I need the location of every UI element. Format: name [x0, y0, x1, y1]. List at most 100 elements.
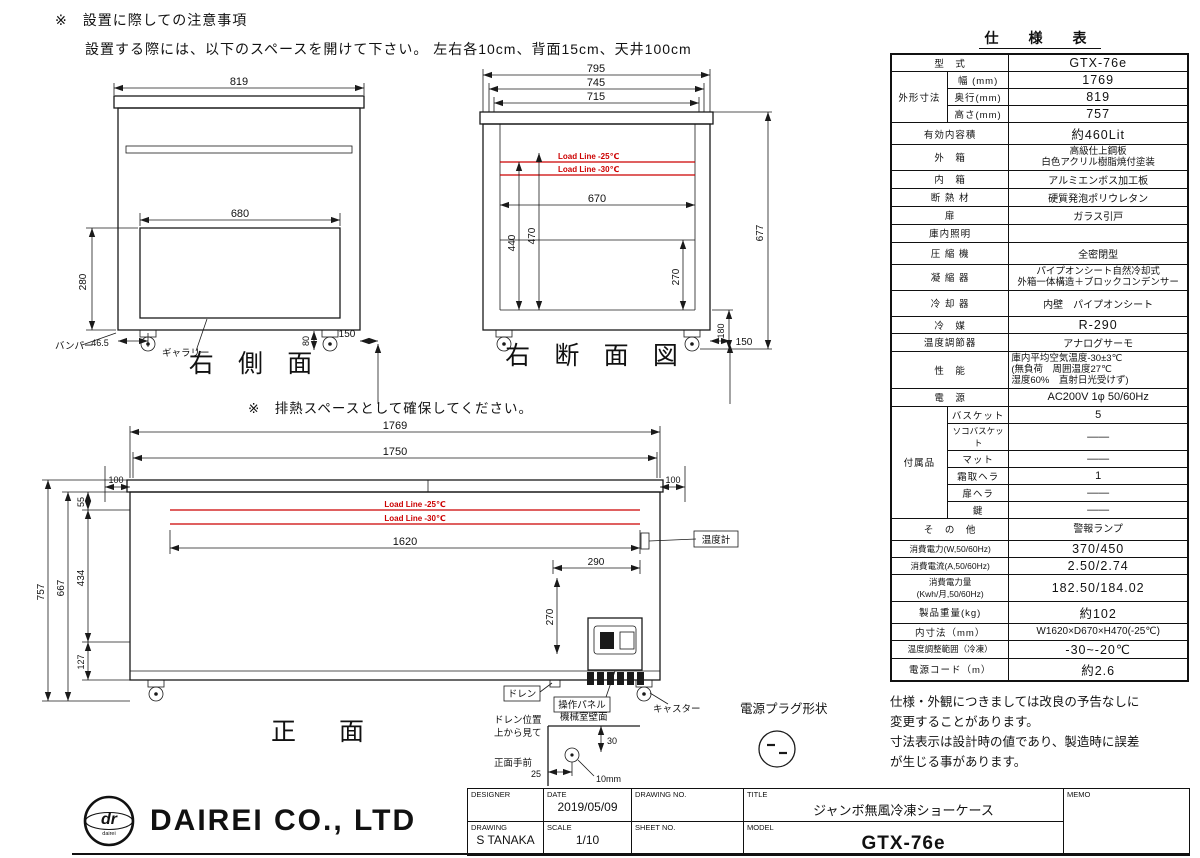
- spec-label: 断 熱 材: [890, 187, 1010, 207]
- section-dim-670: 670: [588, 193, 606, 205]
- section-dim-677: 677: [755, 224, 766, 241]
- spec-label: 凝 縮 器: [890, 263, 1010, 291]
- spec-label: 内 箱: [890, 169, 1010, 189]
- spec-value: 5: [1008, 405, 1189, 424]
- spec-value: ——: [1008, 500, 1189, 519]
- vent-grille: [587, 672, 644, 685]
- spec-label: 扉: [890, 205, 1010, 225]
- machine-room-wall-label: 機械室壁面: [560, 711, 608, 723]
- title-label: TITLE: [747, 790, 768, 799]
- section-dim-715: 715: [587, 91, 605, 103]
- spec-label: 消費電力(W,50/60Hz): [890, 539, 1010, 558]
- memo-cell: MEMO: [1063, 788, 1190, 856]
- date-cell: DATE 2019/05/09: [543, 788, 632, 822]
- disclaimer-line: 仕様・外観につきましては改良の予告なしに: [890, 695, 1140, 709]
- scale-cell: SCALE 1/10: [543, 821, 632, 856]
- svg-text:dr: dr: [101, 811, 118, 828]
- spec-value: 1769: [1008, 71, 1189, 89]
- drawing-no-cell: DRAWING NO.: [631, 788, 744, 822]
- section-view-title: 右 断 面 図: [505, 342, 687, 370]
- model-label: MODEL: [747, 823, 774, 832]
- side-dim-150: 150: [339, 329, 356, 340]
- title-block-table: DESIGNER DATE 2019/05/09 DRAWING NO. TIT…: [467, 788, 1190, 856]
- caster-icon: [321, 329, 339, 352]
- company-logo-icon: dr dairei: [83, 795, 135, 846]
- spec-value: パイプオンシート自然冷却式外箱一体構造＋ブロックコンデンサー: [1008, 263, 1189, 291]
- spec-value: 硬質発泡ポリウレタン: [1008, 187, 1189, 207]
- spec-label: 庫内照明: [890, 223, 1010, 243]
- drain-label: ドレン: [508, 689, 537, 700]
- section-dim-795: 795: [587, 63, 605, 75]
- memo-label: MEMO: [1067, 790, 1091, 799]
- spec-value: 370/450: [1008, 539, 1189, 558]
- front-dim-127: 127: [76, 654, 86, 669]
- spec-sublabel: 扉ヘラ: [946, 483, 1010, 502]
- spec-label: 付属品: [890, 405, 948, 519]
- installation-notes-body: 設置する際には、以下のスペースを開けて下さい。 左右各10cm、背面15cm、天…: [85, 41, 692, 57]
- bumper-label: バンパー: [55, 341, 93, 352]
- side-view-title: 右 側 面: [189, 350, 322, 378]
- power-switch-icon: [600, 632, 614, 649]
- spec-value: 182.50/184.02: [1008, 573, 1189, 602]
- front-dim-757: 757: [36, 583, 47, 600]
- spec-label: 温度調節器: [890, 332, 1010, 352]
- spec-sublabel: バスケット: [946, 405, 1010, 424]
- spec-value: 757: [1008, 105, 1189, 123]
- installation-notes: ※ 設置に際しての注意事項 設置する際には、以下のスペースを開けて下さい。 左右…: [55, 10, 692, 59]
- drawing-label: DRAWING: [471, 823, 507, 832]
- spec-sublabel: 奥行(mm): [946, 88, 1010, 106]
- drain-detail-line2: 上から見て: [494, 728, 542, 739]
- spec-label: 型 式: [890, 53, 1010, 72]
- drawing-no-label: DRAWING NO.: [635, 790, 687, 799]
- spec-title: 仕 様 表: [890, 28, 1189, 49]
- front-view: 1769 1750 100 100 Load Line -25℃ Load Li…: [36, 420, 739, 746]
- front-dim-270: 270: [545, 608, 556, 625]
- spec-label: 外 箱: [890, 144, 1010, 171]
- spec-value: R-290: [1008, 315, 1189, 334]
- load-line-25-label: Load Line -25℃: [558, 152, 620, 161]
- spec-value: 庫内平均空気温度-30±3℃ (無負荷 周囲温度27℃ 湿度60% 直射日光受け…: [1008, 350, 1189, 389]
- spec-label: そ の 他: [890, 517, 1010, 541]
- control-panel: [587, 617, 644, 685]
- spec-sublabel: 高さ(mm): [946, 105, 1010, 123]
- spec-value: -30~-20℃: [1008, 639, 1189, 659]
- scale-value: 1/10: [575, 833, 600, 847]
- front-dim-667: 667: [56, 579, 67, 596]
- section-dim-745: 745: [587, 77, 605, 89]
- spec-sublabel: 霜取ヘラ: [946, 466, 1010, 485]
- scale-label: SCALE: [547, 823, 572, 832]
- spec-label: 冷 媒: [890, 315, 1010, 334]
- load-line-30-label: Load Line -30℃: [558, 165, 620, 174]
- drain-detail-line3: 正面手前: [494, 757, 532, 769]
- spec-label: 温度調整範囲（冷凍）: [890, 639, 1010, 659]
- front-dim-290: 290: [588, 557, 605, 568]
- spec-value: ——: [1008, 449, 1189, 468]
- spec-value: GTX-76e: [1008, 53, 1189, 72]
- drawing-cell: DRAWING S TANAKA: [467, 821, 544, 856]
- plug-face-icon: [758, 730, 796, 768]
- company-name: DAIREI CO., LTD: [150, 803, 417, 837]
- designer-label: DESIGNER: [471, 790, 511, 799]
- designer-cell: DESIGNER: [467, 788, 544, 822]
- spec-label: 消費電流(A,50/60Hz): [890, 556, 1010, 575]
- section-dim-270: 270: [671, 268, 682, 285]
- disclaimer-line: 寸法表示は設計時の値であり、製造時に誤差: [890, 735, 1140, 749]
- front-dim-1620: 1620: [393, 536, 417, 548]
- caster-label: キャスター: [653, 704, 701, 715]
- spec-value: 約460Lit: [1008, 122, 1189, 145]
- drawing-value: S TANAKA: [476, 833, 535, 847]
- date-label: DATE: [547, 790, 567, 799]
- spec-value: ガラス引戸: [1008, 205, 1189, 225]
- side-dim-280: 280: [78, 273, 89, 290]
- load-line-25-label: Load Line -25℃: [384, 500, 446, 509]
- spec-value: 高級仕上鋼板白色アクリル樹脂焼付塗装: [1008, 144, 1189, 171]
- section-dim-180: 180: [716, 323, 726, 338]
- side-dim-46-5: 46.5: [91, 338, 109, 348]
- section-dim-150: 150: [736, 337, 753, 348]
- disclaimer-line: 変更することがあります。: [890, 715, 1039, 729]
- sheet-no-label: SHEET NO.: [635, 823, 676, 832]
- spec-value: アナログサーモ: [1008, 332, 1189, 352]
- title-block: dr dairei DAIREI CO., LTD DESIGNER DATE …: [72, 788, 1190, 856]
- spec-label: 電 源: [890, 387, 1010, 407]
